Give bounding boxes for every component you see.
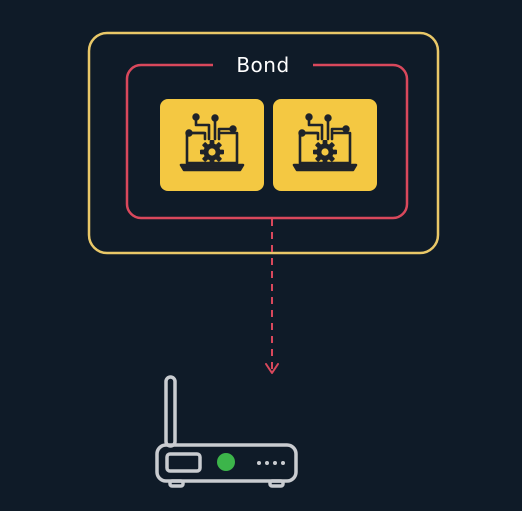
arrow-down-icon: [265, 363, 279, 374]
bond-label: Bond: [213, 48, 313, 82]
laptop-gear-circuit-icon: [292, 113, 358, 172]
router-icon: [155, 375, 298, 488]
laptop-gear-circuit-icon: [179, 113, 245, 172]
nic-card-2: [273, 99, 377, 191]
host-frame: [87, 31, 440, 255]
nic-card-1: [160, 99, 264, 191]
bond-to-router-connector: [265, 219, 279, 374]
router-status-led: [217, 453, 235, 471]
